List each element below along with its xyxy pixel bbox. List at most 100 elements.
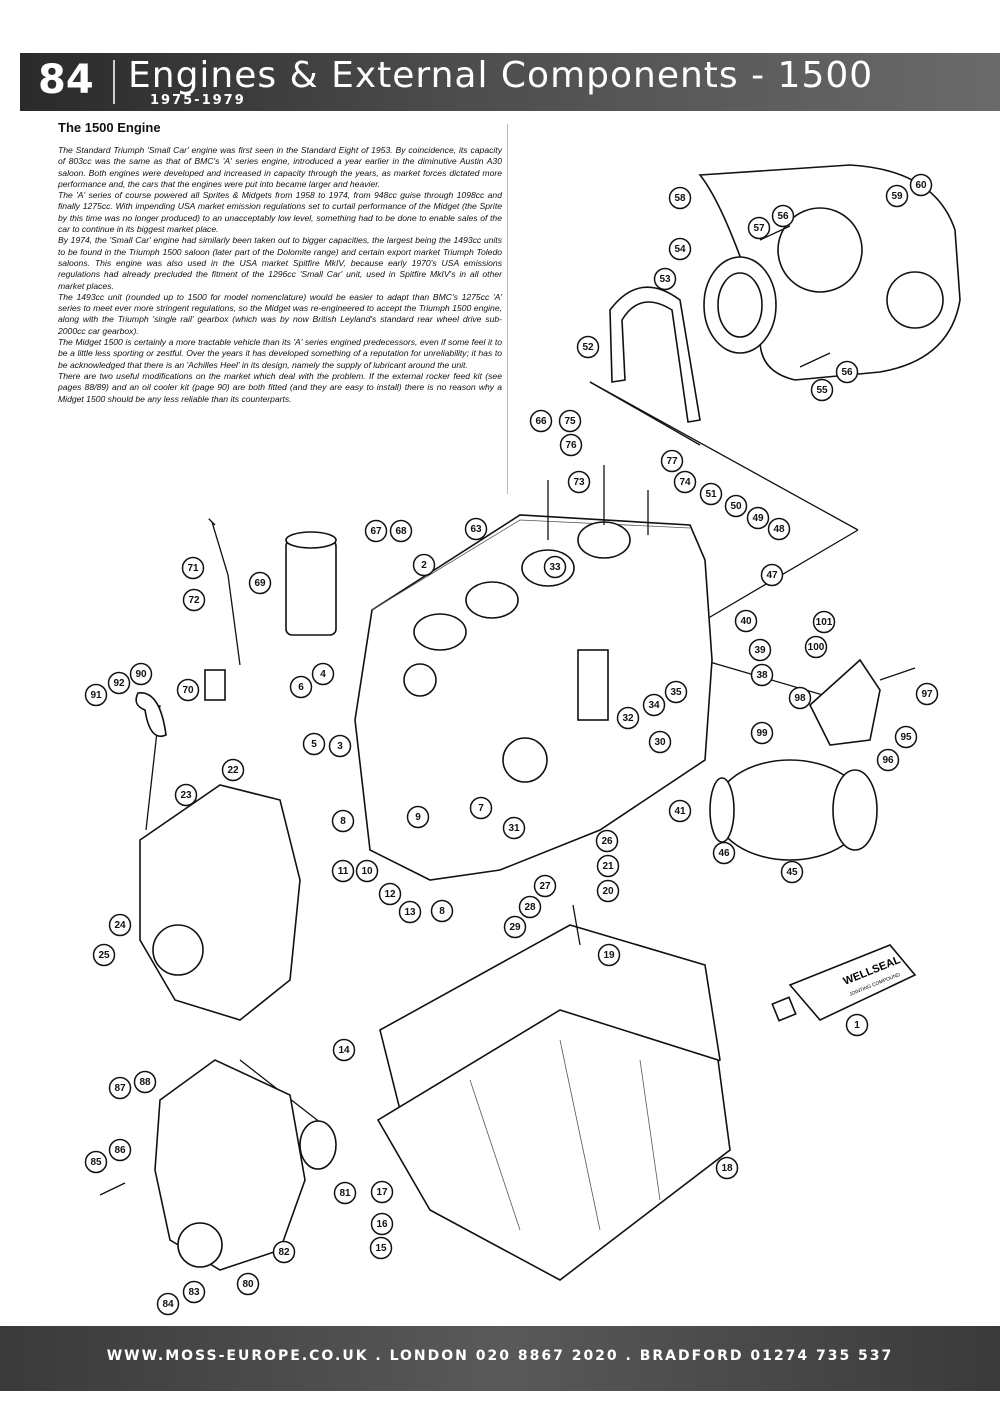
callout-5: 5 <box>302 732 326 756</box>
callout-circle <box>84 683 108 707</box>
callout-1: 1 <box>845 1013 869 1037</box>
callout-57: 57 <box>747 216 771 240</box>
callout-number: 88 <box>139 1077 151 1088</box>
callout-circle <box>804 635 828 659</box>
article-paragraph: The Standard Triumph 'Small Car' engine … <box>58 145 502 189</box>
callout-circle <box>311 662 335 686</box>
callout-number: 67 <box>370 526 382 537</box>
callout-number: 28 <box>524 902 536 913</box>
callout-number: 13 <box>404 907 416 918</box>
callout-number: 12 <box>384 889 396 900</box>
callout-number: 77 <box>666 456 678 467</box>
callout-76: 76 <box>559 433 583 457</box>
callout-number: 85 <box>90 1157 102 1168</box>
front-plate-hole <box>152 924 204 976</box>
header-divider <box>113 60 115 104</box>
dipstick-tube <box>204 669 226 701</box>
callout-number: 9 <box>415 812 421 823</box>
callout-circle <box>894 725 918 749</box>
callout-circle <box>699 482 723 506</box>
callout-number: 100 <box>808 642 825 653</box>
callout-28: 28 <box>518 895 542 919</box>
callout-number: 71 <box>187 563 199 574</box>
callout-26: 26 <box>595 829 619 853</box>
callout-31: 31 <box>502 816 526 840</box>
callout-12: 12 <box>378 882 402 906</box>
callout-number: 74 <box>679 477 691 488</box>
callout-circle <box>812 610 836 634</box>
callout-circle <box>653 267 677 291</box>
callout-48: 48 <box>767 517 791 541</box>
callout-circle <box>174 783 198 807</box>
callout-69: 69 <box>248 571 272 595</box>
callout-97: 97 <box>915 682 939 706</box>
callout-number: 45 <box>786 867 798 878</box>
callout-circle <box>746 506 770 530</box>
callout-14: 14 <box>332 1038 356 1062</box>
jointing-compound-tube: WELLSEAL JOINTING COMPOUND <box>771 944 917 1022</box>
callout-number: 47 <box>766 570 778 581</box>
callout-circle <box>502 816 526 840</box>
callout-60: 60 <box>909 173 933 197</box>
callout-number: 20 <box>602 886 614 897</box>
callout-circle <box>642 693 666 717</box>
callout-90: 90 <box>129 662 153 686</box>
callout-circle <box>328 734 352 758</box>
callout-circle <box>533 874 557 898</box>
callout-circle <box>133 1070 157 1094</box>
callout-19: 19 <box>597 943 621 967</box>
callout-circle <box>503 915 527 939</box>
callout-21: 21 <box>596 854 620 878</box>
block-boss <box>403 663 437 697</box>
cylinder-block <box>354 514 713 881</box>
callout-circle <box>302 732 326 756</box>
callout-circle <box>398 900 422 924</box>
column-rule <box>507 124 508 494</box>
callout-number: 27 <box>539 881 551 892</box>
callout-87: 87 <box>108 1076 132 1100</box>
callout-circle <box>885 184 909 208</box>
callout-81: 81 <box>333 1181 357 1205</box>
callout-circle <box>248 571 272 595</box>
callout-number: 101 <box>816 617 833 628</box>
callout-number: 17 <box>376 1187 388 1198</box>
callout-47: 47 <box>760 563 784 587</box>
callout-group: 1234567889101112131415161718192021222324… <box>84 173 939 1316</box>
callout-66: 66 <box>529 409 553 433</box>
callout-number: 95 <box>900 732 912 743</box>
footer-contact: WWW.MOSS-EUROPE.CO.UK . LONDON 020 8867 … <box>106 1348 894 1364</box>
callout-73: 73 <box>567 470 591 494</box>
callout-38: 38 <box>750 663 774 687</box>
callout-number: 22 <box>227 765 239 776</box>
callout-number: 33 <box>549 562 561 573</box>
callout-number: 81 <box>339 1188 351 1199</box>
callout-51: 51 <box>699 482 723 506</box>
sump-interior <box>469 1039 661 1231</box>
callout-circle <box>567 470 591 494</box>
callout-circle <box>668 799 692 823</box>
callout-number: 83 <box>188 1287 200 1298</box>
callout-circle <box>673 470 697 494</box>
callout-number: 10 <box>361 866 373 877</box>
callout-number: 55 <box>816 385 828 396</box>
callout-71: 71 <box>181 556 205 580</box>
callout-53: 53 <box>653 267 677 291</box>
callout-circle <box>236 1272 260 1296</box>
callout-7: 7 <box>469 796 493 820</box>
article-paragraph: There are two useful modifications on th… <box>58 370 502 404</box>
callout-number: 48 <box>773 524 785 535</box>
callout-72: 72 <box>182 588 206 612</box>
page-footer <box>0 1326 1000 1391</box>
callout-circle <box>464 517 488 541</box>
callout-circle <box>748 638 772 662</box>
callout-82: 82 <box>272 1240 296 1264</box>
callout-number: 80 <box>242 1279 254 1290</box>
callout-99: 99 <box>750 721 774 745</box>
callout-68: 68 <box>389 519 413 543</box>
callout-35: 35 <box>664 680 688 704</box>
callout-88: 88 <box>133 1070 157 1094</box>
callout-number: 25 <box>98 950 110 961</box>
callout-number: 91 <box>90 690 102 701</box>
callout-number: 50 <box>730 501 742 512</box>
